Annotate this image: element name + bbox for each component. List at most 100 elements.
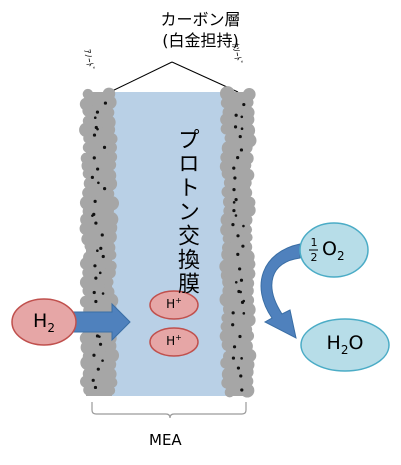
- catalyst-dot: [101, 254, 105, 259]
- oxygen-oval: [299, 222, 369, 278]
- oxygen-fraction-denominator: 2: [310, 251, 318, 264]
- carbon-particle: [84, 241, 95, 252]
- carbon-particle: [240, 177, 252, 189]
- carbon-particle: [82, 168, 93, 179]
- catalyst-dot: [92, 133, 97, 137]
- membrane-label: プロトン交換膜: [174, 128, 199, 296]
- carbon-particle: [79, 257, 93, 270]
- catalyst-dot: [233, 176, 237, 180]
- catalyst-dot: [239, 278, 244, 282]
- carbon-particle: [240, 365, 254, 379]
- catalyst-dot: [238, 134, 242, 139]
- catalyst-dot: [236, 156, 240, 160]
- carbon-particle: [221, 247, 236, 262]
- carbon-particle: [102, 229, 117, 244]
- carbon-particle: [102, 176, 118, 191]
- carbon-particle: [240, 186, 253, 199]
- catalyst-dot: [234, 198, 238, 202]
- catalyst-dot: [238, 267, 242, 271]
- catalyst-dot: [232, 208, 236, 213]
- catalyst-dot: [96, 367, 100, 371]
- proton-oval-2: [149, 327, 199, 357]
- catalyst-dot: [96, 127, 99, 131]
- carbon-particle: [105, 159, 117, 171]
- catalyst-dot: [93, 385, 98, 390]
- catalyst-dot: [241, 244, 245, 248]
- carbon-particle: [104, 266, 116, 279]
- catalyst-dot: [92, 290, 96, 295]
- catalyst-dot: [90, 175, 94, 179]
- proton-oval-1: [149, 290, 199, 320]
- carbon-particle: [220, 223, 234, 237]
- carbon-particle: [106, 249, 117, 261]
- carbon-particle: [82, 142, 94, 153]
- carbon-particle: [240, 213, 253, 227]
- carbon-particle: [220, 123, 233, 135]
- carbon-particle: [83, 384, 95, 396]
- catalyst-dot: [92, 156, 96, 160]
- catalyst-dot: [232, 188, 236, 192]
- h2-inflow-arrow: [71, 302, 131, 342]
- catalyst-dot: [231, 356, 236, 360]
- catalyst-dot: [234, 214, 238, 217]
- catalyst-dot: [240, 388, 244, 392]
- carbon-particle: [106, 133, 118, 145]
- carbon-particle: [240, 159, 252, 171]
- catalyst-dot: [96, 249, 99, 253]
- carbon-particle: [102, 95, 117, 110]
- catalyst-dot: [93, 116, 97, 119]
- carbon-particle: [219, 86, 235, 101]
- catalyst-dot: [103, 187, 107, 191]
- catalyst-dot: [91, 378, 95, 382]
- carbon-particle: [243, 267, 256, 280]
- catalyst-dot: [98, 342, 103, 346]
- carbon-particle: [82, 88, 94, 100]
- carbon-particle: [82, 187, 94, 199]
- pointer-line-anode: [109, 61, 173, 93]
- catalyst-dot: [231, 311, 235, 315]
- catalyst-dot: [102, 145, 107, 150]
- catalyst-dot: [236, 252, 240, 256]
- carbon-layer-subtitle: (白金担持): [162, 31, 239, 50]
- carbon-particle: [82, 266, 94, 279]
- h2-oval: [11, 298, 77, 346]
- carbon-particle: [83, 177, 96, 190]
- carbon-particle: [220, 97, 232, 109]
- carbon-particle: [106, 377, 118, 388]
- carbon-particle: [242, 232, 253, 243]
- catalyst-dot: [232, 345, 237, 349]
- carbon-particle: [242, 294, 255, 306]
- carbon-particle: [220, 357, 232, 369]
- catalyst-dot: [92, 353, 96, 357]
- carbon-particle: [102, 123, 116, 137]
- catalyst-dot: [242, 299, 246, 303]
- proton-label-1: H+: [166, 296, 182, 311]
- catalyst-dot: [239, 148, 244, 152]
- oxygen-fraction-numerator: 1: [310, 236, 318, 249]
- carbon-particle: [79, 222, 93, 236]
- mea-label: MEA: [149, 431, 182, 449]
- catalyst-dot: [91, 214, 94, 217]
- catalyst-dot: [96, 167, 100, 171]
- carbon-particle: [242, 203, 256, 217]
- reaction-arrow: [260, 243, 301, 339]
- mea-bracket: [91, 402, 247, 419]
- carbon-particle: [223, 176, 236, 189]
- catalyst-dot: [101, 359, 104, 362]
- catalyst-dot: [93, 264, 97, 268]
- catalyst-dot: [240, 115, 244, 119]
- carbon-particle: [220, 212, 235, 228]
- catalyst-dot: [98, 335, 101, 338]
- catalyst-dot: [234, 113, 238, 117]
- catalyst-dot: [231, 223, 235, 227]
- water-oval: [300, 318, 390, 372]
- carbon-particle: [224, 387, 235, 398]
- carbon-particle: [221, 168, 233, 180]
- catalyst-dot: [240, 357, 243, 360]
- carbon-particle: [222, 195, 236, 209]
- water-label: H2O: [326, 332, 364, 357]
- carbon-particle: [104, 358, 117, 371]
- carbon-particle: [240, 383, 255, 398]
- carbon-particle: [82, 104, 95, 117]
